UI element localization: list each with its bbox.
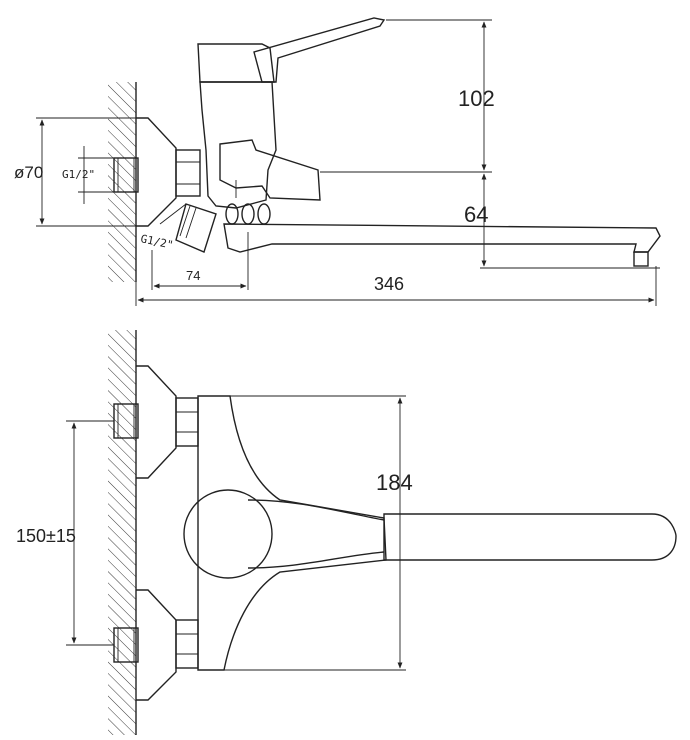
handle-lever-side [253,17,386,83]
dim-label-inlet-thread: G1/2" [62,168,95,181]
aerator-side [633,251,649,267]
handle-cap-side [197,43,275,83]
dim-inlet-thread: G1/2" [62,146,114,204]
front-view: 184 150±15 [16,330,677,735]
dim-label-74: 74 [186,268,200,283]
hex-nut-side [175,149,201,197]
inlet-pipe-side [113,157,139,193]
dim-64: 64 [464,173,660,269]
body-side [199,81,277,209]
handle-front [183,489,385,579]
dim-label-64: 64 [464,202,488,227]
spout-front [383,513,677,561]
dim-346: 346 [135,266,657,306]
dim-label-184: 184 [376,470,413,495]
dim-label-102: 102 [458,86,495,111]
dim-label-flange: ø70 [14,163,43,182]
diverter-side [219,139,321,201]
dim-74: 74 [151,232,249,290]
hose-outlet-side [175,203,217,253]
dim-label-hose-thread: G1/2" [139,232,174,252]
dim-label-346: 346 [374,274,404,294]
body-front [197,395,387,671]
wall-front [108,330,137,735]
dim-102: 102 [320,19,495,173]
side-view: 102 64 ø70 G1/2" G1/2" [14,17,661,306]
dim-150: 150±15 [16,420,114,646]
spout-side [223,223,661,253]
dim-184: 184 [224,395,413,671]
dim-flange-diameter: ø70 [14,117,136,227]
dim-label-150: 150±15 [16,526,76,546]
wall-side [108,82,137,282]
flange-side [136,117,177,227]
